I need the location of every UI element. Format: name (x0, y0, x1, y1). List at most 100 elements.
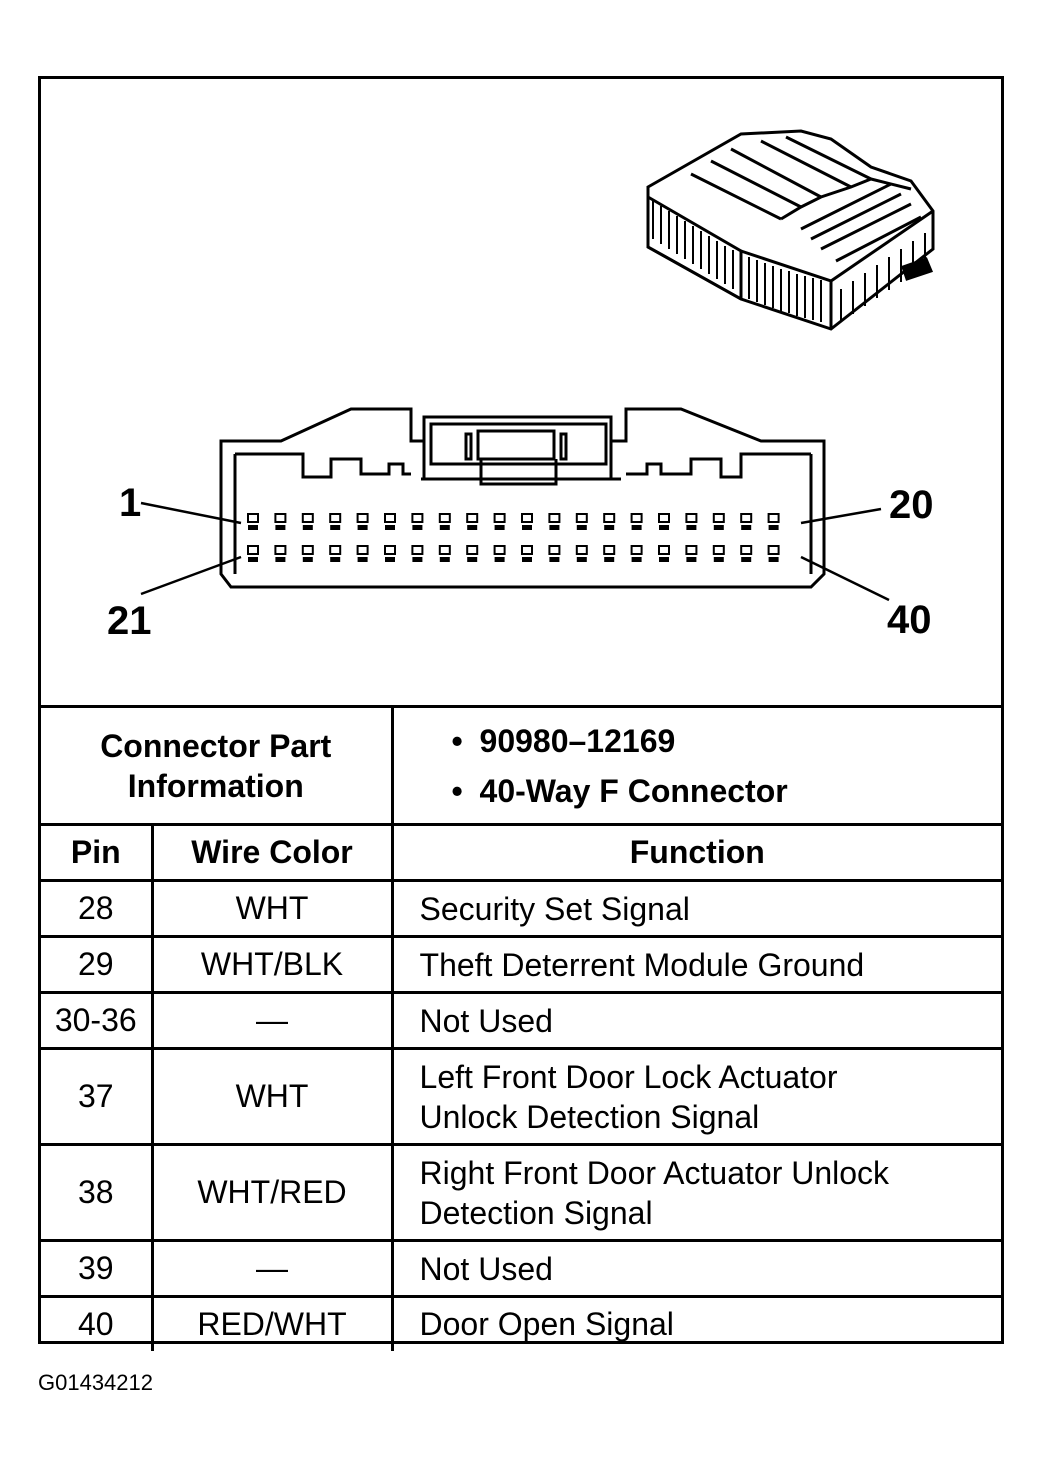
pin-cavity (438, 513, 451, 523)
pin-latch (604, 525, 615, 530)
pin-latch (467, 525, 478, 530)
pin-label-40: 40 (887, 598, 932, 642)
wire-color-cell: RED/WHT (150, 1295, 394, 1351)
pin-latch (522, 525, 532, 530)
pin-cell: 30-36 (41, 991, 154, 1050)
pin-latch (412, 525, 423, 530)
pin-latch (330, 525, 341, 530)
pin-cavity (685, 545, 698, 555)
pin-label-20: 20 (889, 483, 934, 527)
pin-cavity (301, 545, 314, 555)
pin-label-21: 21 (107, 599, 152, 643)
pin-latch (549, 525, 560, 530)
pin-cavity (411, 513, 424, 523)
wire-color-cell: — (150, 1239, 394, 1298)
pin-cavity (466, 513, 479, 523)
pin-latch (385, 557, 395, 562)
pin-cell: 37 (41, 1047, 154, 1146)
pin-cavity (548, 545, 561, 555)
connector-diagram: 1 20 21 40 (41, 79, 1001, 705)
pin-latch (412, 557, 423, 562)
pin-cell: 29 (41, 935, 154, 994)
pin-cavity (575, 545, 588, 555)
pin-cell: 39 (41, 1239, 154, 1298)
pin-latch (467, 557, 478, 562)
connector-part-info-values: •90980–12169 •40-Way F Connector (390, 705, 1002, 826)
pin-latch (686, 525, 697, 530)
pin-latch (741, 525, 752, 530)
pin-latch (248, 525, 258, 530)
pin-cell: 28 (41, 879, 154, 938)
pin-latch (385, 525, 395, 530)
pin-cell: 40 (41, 1295, 154, 1351)
connector-part-number: •90980–12169 (451, 722, 676, 759)
pin-cavity (603, 545, 616, 555)
pin-cavity (767, 513, 780, 523)
table-row: 28 WHT Security Set Signal (41, 879, 1002, 938)
pin-cavity (712, 545, 725, 555)
connector-front-view (219, 407, 826, 589)
table-row: 39 — Not Used (41, 1239, 1002, 1298)
pin-latch (576, 557, 587, 562)
pin-latch (302, 557, 313, 562)
pin-cavity (356, 545, 369, 555)
connector-info-table: Connector Part Information •90980–12169 … (41, 705, 1002, 1351)
function-cell: Not Used (390, 991, 1002, 1050)
pin-rows (247, 513, 780, 562)
pin-latch (439, 525, 450, 530)
wire-color-cell: WHT/BLK (150, 935, 394, 994)
pin-cavity (411, 545, 424, 555)
table-row: 37 WHT Left Front Door Lock Actuator Unl… (41, 1047, 1002, 1146)
pin-cavity (356, 513, 369, 523)
table-row: 29 WHT/BLK Theft Deterrent Module Ground (41, 935, 1002, 994)
pin-cavity (384, 545, 396, 555)
function-cell: Security Set Signal (390, 879, 1002, 938)
pin-cavity (712, 513, 725, 523)
table-row: 30-36 — Not Used (41, 991, 1002, 1050)
function-cell: Door Open Signal (390, 1295, 1002, 1351)
pin-latch (549, 557, 560, 562)
pin-latch (659, 557, 669, 562)
wire-color-cell: WHT (150, 879, 394, 938)
pin-latch (631, 525, 642, 530)
pin-cavity (493, 545, 506, 555)
pin-latch (494, 525, 505, 530)
function-cell: Theft Deterrent Module Ground (390, 935, 1002, 994)
connector-figure: 1 20 21 40 Connector Part Information •9… (38, 76, 1004, 1351)
wire-color-cell: WHT (150, 1047, 394, 1146)
pin-cavity (740, 545, 753, 555)
pin-latch (768, 525, 779, 530)
figure-id-caption: G01434212 (38, 1370, 153, 1395)
pin-latch (659, 525, 669, 530)
function-cell: Right Front Door Actuator Unlock Detecti… (390, 1143, 1002, 1242)
connector-drawing: 1 20 21 40 (107, 129, 935, 643)
pin-cavity (630, 513, 643, 523)
wire-color-cell: — (150, 991, 394, 1050)
pin-latch (357, 557, 368, 562)
pin-cavity (384, 513, 396, 523)
pin-latch (357, 525, 368, 530)
pin-cavity (740, 513, 753, 523)
pin-leader-lines (140, 501, 890, 602)
pin-latch (576, 525, 587, 530)
pin-cavity (329, 513, 342, 523)
pin-latch (275, 525, 286, 530)
pin-cavity (630, 545, 643, 555)
connector-part-info-label: Connector Part Information (41, 705, 394, 826)
pin-cavity (274, 513, 287, 523)
pin-latch (686, 557, 697, 562)
pin-latch (494, 557, 505, 562)
pin-cavity (658, 545, 670, 555)
pin-cavity (575, 513, 588, 523)
pin-cavity (329, 545, 342, 555)
table-row: 40 RED/WHT Door Open Signal (41, 1295, 1002, 1351)
pin-latch (713, 557, 724, 562)
pin-latch (302, 525, 313, 530)
pin-latch (330, 557, 341, 562)
pin-label-1: 1 (119, 481, 141, 525)
connector-part-info-row: Connector Part Information •90980–12169 … (41, 705, 1002, 826)
wire-color-cell: WHT/RED (150, 1143, 394, 1242)
pin-cavity (521, 513, 533, 523)
pin-cavity (274, 545, 287, 555)
pin-latch (275, 557, 286, 562)
